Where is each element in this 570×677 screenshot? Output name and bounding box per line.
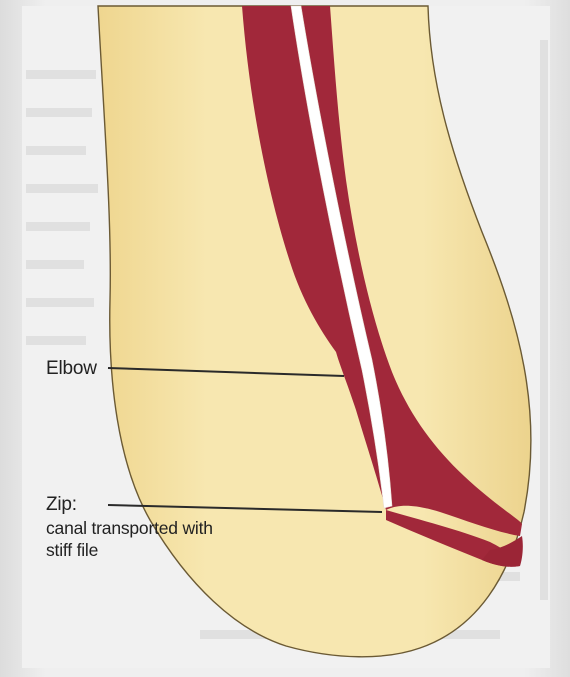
- zip-description-line-1: canal transported with: [46, 517, 213, 539]
- zip-label: Zip:: [46, 493, 213, 517]
- zip-description-line-2: stiff file: [46, 539, 213, 561]
- zip-label-group: Zip: canal transported with stiff file: [46, 493, 213, 561]
- elbow-label: Elbow: [46, 357, 97, 380]
